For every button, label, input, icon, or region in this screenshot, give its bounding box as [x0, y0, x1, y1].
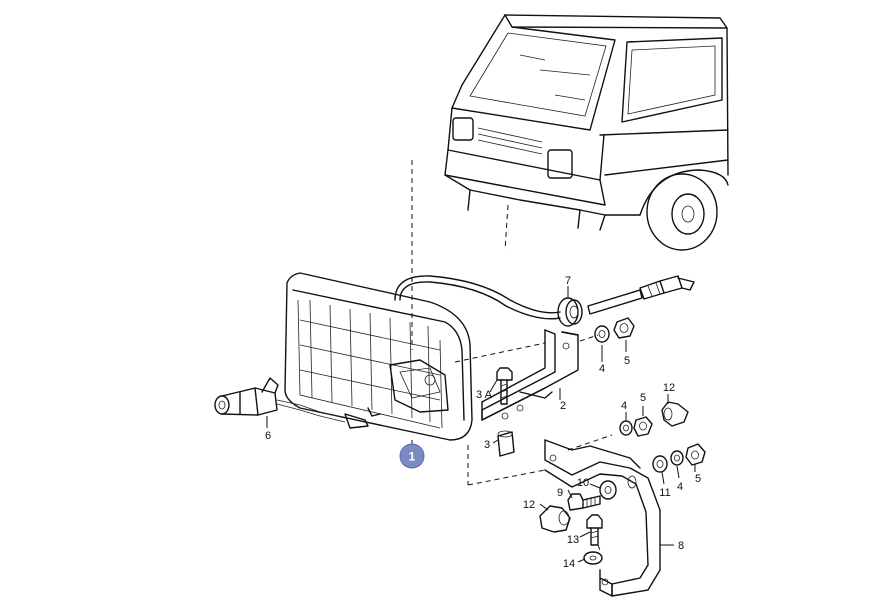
grommet-and-connector	[557, 275, 695, 327]
bolt-and-spacer	[496, 367, 515, 457]
part-2-label: 2	[560, 400, 566, 412]
lamp-cable	[394, 275, 561, 320]
lower-bracket	[467, 434, 661, 597]
bulb-assembly	[214, 377, 369, 429]
part-10-label: 10	[577, 477, 589, 489]
part-5-label-lower: 5	[695, 473, 701, 485]
part-4-label-upper: 4	[599, 363, 605, 375]
left-fasteners-lower	[539, 480, 617, 533]
part-4-label-lower: 4	[677, 481, 683, 493]
part-3a-label: 3 A	[476, 389, 493, 401]
part-6-label: 6	[265, 430, 271, 442]
part-12-label-upper: 12	[663, 382, 675, 394]
right-fasteners-upper	[619, 401, 689, 437]
bolt-13-washer-14	[583, 514, 603, 565]
part-1-callout-badge[interactable]	[399, 443, 425, 469]
lamp-bracket	[454, 329, 599, 421]
part-13-label: 13	[567, 534, 579, 546]
part-5-label-upper: 5	[624, 355, 630, 367]
part-7-label: 7	[565, 275, 571, 287]
part-8-label: 8	[678, 540, 684, 552]
part-number-labels: 1 2 3 3 A 4 5 4 5 12 6 7 8 9 10 11 4 5 1…	[265, 275, 701, 570]
part-9-label: 9	[557, 487, 563, 499]
part-4-label-middle: 4	[621, 400, 627, 412]
part-1-label[interactable]: 1	[409, 450, 416, 464]
part-5-label-middle: 5	[640, 392, 646, 404]
right-fasteners-lower	[652, 443, 706, 473]
upper-washer-and-nut	[594, 317, 635, 343]
part-14-label: 14	[563, 558, 575, 570]
part-12-label-lower: 12	[523, 499, 535, 511]
leader-lines	[411, 286, 696, 563]
part-11-label: 11	[659, 487, 670, 499]
part-3-label: 3	[484, 439, 490, 451]
fog-lamp-housing	[284, 272, 473, 441]
vehicle-illustration	[411, 14, 729, 350]
